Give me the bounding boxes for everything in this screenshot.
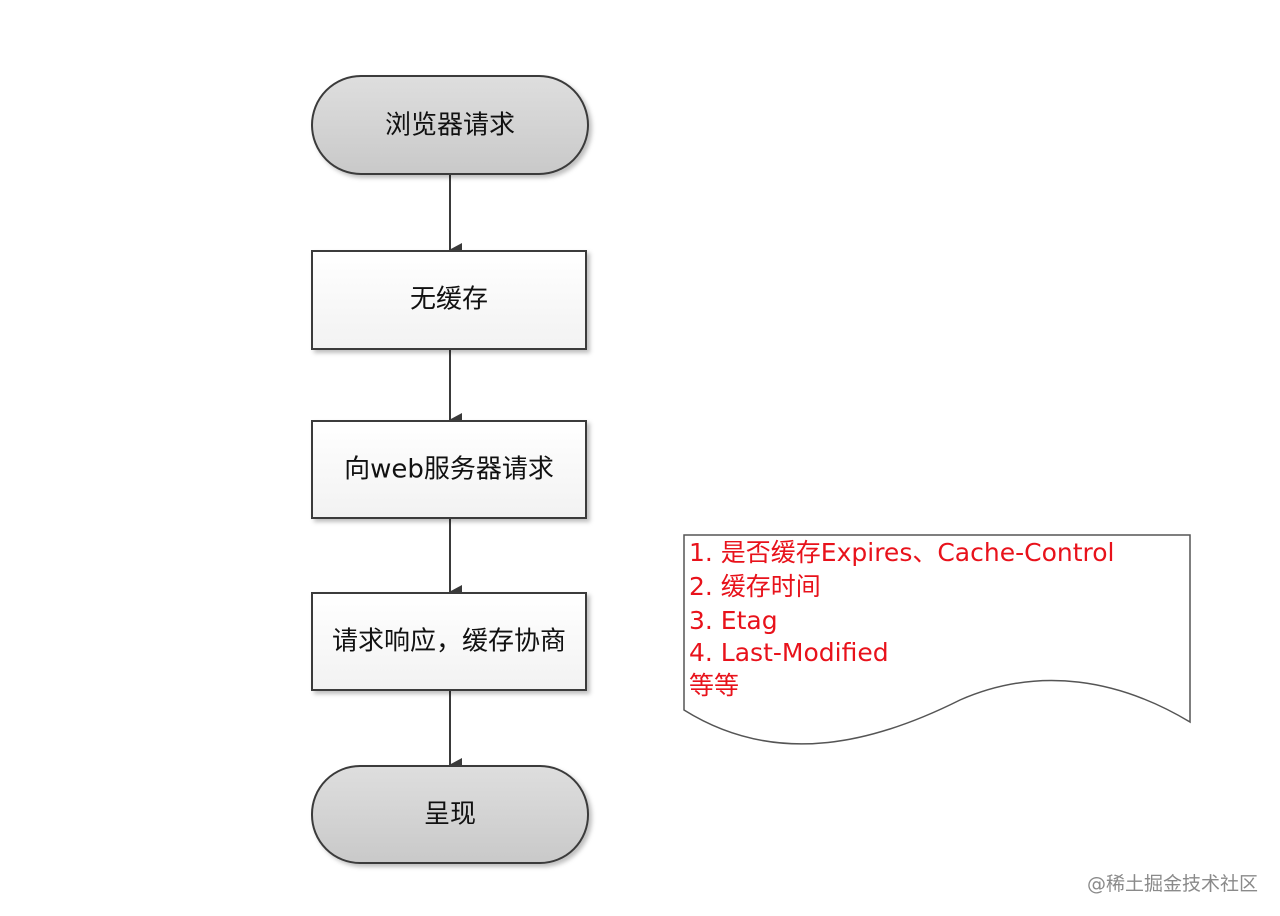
note-line: 2. 缓存时间 [689, 572, 821, 601]
node-label: 向web服务器请求 [344, 455, 554, 485]
node-no-cache: 无缓存 [311, 250, 587, 350]
note-line: 3. Etag [689, 606, 778, 635]
node-label: 请求响应，缓存协商 [332, 627, 566, 657]
watermark: @稀土掘金技术社区 [1086, 873, 1258, 895]
node-label: 无缓存 [410, 285, 488, 315]
note-line: 等等 [689, 671, 739, 700]
note-line: 4. Last-Modified [689, 638, 889, 667]
node-browser-request: 浏览器请求 [311, 75, 589, 175]
node-web-server-request: 向web服务器请求 [311, 420, 587, 519]
cache-notes-document: 1. 是否缓存Expires、Cache-Control 2. 缓存时间 3. … [683, 534, 1191, 745]
node-label: 呈现 [424, 800, 476, 830]
document-shape [683, 534, 1191, 745]
node-render: 呈现 [311, 765, 589, 864]
note-line: 1. 是否缓存Expires、Cache-Control [689, 538, 1114, 567]
node-label: 浏览器请求 [385, 111, 515, 141]
node-response-negotiation: 请求响应，缓存协商 [311, 592, 587, 691]
